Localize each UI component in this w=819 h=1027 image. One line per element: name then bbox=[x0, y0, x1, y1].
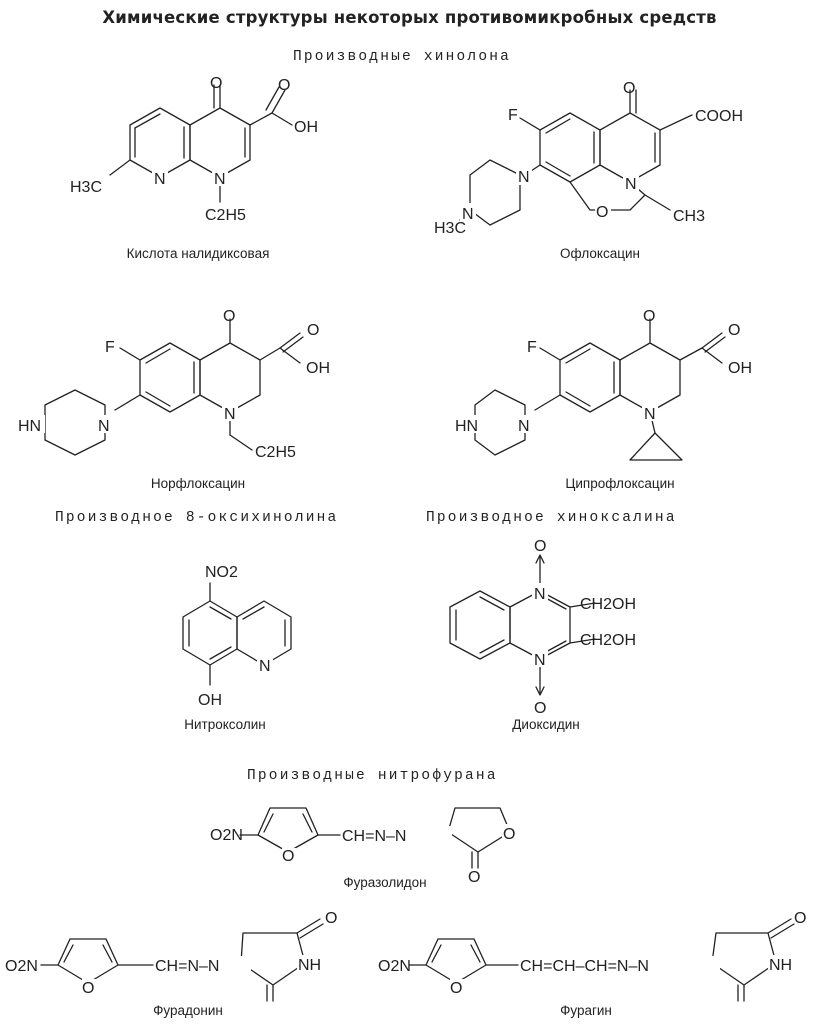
atom-nh: NH bbox=[769, 957, 792, 974]
atom-o: O bbox=[596, 204, 608, 221]
atom-h3c: H3C bbox=[434, 220, 466, 237]
atom-o: O bbox=[223, 308, 235, 325]
atom-o: O bbox=[468, 869, 480, 886]
atom-o: O bbox=[534, 538, 546, 555]
atom-n: N bbox=[259, 658, 271, 675]
atom-n: N bbox=[644, 406, 656, 423]
atom-o: O bbox=[82, 980, 94, 997]
compound-name-furagin: Фурагин bbox=[560, 1003, 612, 1018]
atom-o: O bbox=[534, 700, 546, 717]
compound-name-nalidixic: Кислота налидиксовая bbox=[126, 246, 270, 261]
furadonin-structure: O2N O CH=N–N NH O bbox=[5, 910, 337, 1002]
link-ch-n-n: CH=N–N bbox=[342, 828, 406, 845]
atom-n: N bbox=[534, 652, 546, 669]
atom-o: O bbox=[728, 322, 740, 339]
atom-o: O bbox=[450, 980, 462, 997]
atom-h3c: H3C bbox=[70, 179, 102, 196]
atom-ch2oh: CH2OH bbox=[580, 632, 636, 649]
atom-oh: OH bbox=[294, 119, 318, 136]
section-quinoxaline-header: Производное хиноксалина bbox=[426, 510, 677, 526]
compound-name-furazolidone: Фуразолидон bbox=[343, 875, 427, 890]
atom-n: N bbox=[154, 171, 166, 188]
compound-name-nitroxoline: Нитроксолин bbox=[184, 717, 266, 732]
atom-o: O bbox=[623, 80, 635, 97]
atom-n: N bbox=[98, 418, 110, 435]
atom-oh: OH bbox=[728, 360, 752, 377]
atom-n: N bbox=[214, 171, 226, 188]
atom-ch3: CH3 bbox=[673, 208, 705, 225]
atom-o: O bbox=[307, 322, 319, 339]
atom-o: O bbox=[282, 848, 294, 865]
atom-o2n: O2N bbox=[378, 958, 411, 975]
atom-o: O bbox=[503, 826, 515, 843]
atom-o2n: O2N bbox=[210, 827, 243, 844]
atom-n: N bbox=[625, 176, 637, 193]
atom-n: N bbox=[518, 418, 530, 435]
atom-c2h5: C2H5 bbox=[205, 207, 246, 224]
atom-ch2oh: CH2OH bbox=[580, 596, 636, 613]
atom-o: O bbox=[278, 77, 290, 94]
atom-o: O bbox=[643, 308, 655, 325]
atom-n: N bbox=[534, 586, 546, 603]
compound-name-dioxidine: Диоксидин bbox=[512, 717, 580, 732]
link-ch-n-n: CH=N–N bbox=[155, 958, 219, 975]
ofloxacin-structure: O COOH F N O N N H3C CH3 bbox=[434, 80, 743, 237]
atom-hn: HN bbox=[455, 418, 478, 435]
atom-c2h5: C2H5 bbox=[255, 444, 296, 461]
atom-n: N bbox=[462, 206, 474, 223]
atom-o: O bbox=[325, 910, 337, 927]
atom-n: N bbox=[518, 169, 530, 186]
furagin-structure: O2N O CH=CH–CH=N–N NH O bbox=[378, 910, 806, 1002]
compound-name-norfloxacin: Норфлоксацин bbox=[150, 476, 246, 491]
atom-f: F bbox=[527, 339, 537, 356]
atom-hn: HN bbox=[18, 418, 41, 435]
atom-o: O bbox=[210, 75, 222, 92]
atom-oh: OH bbox=[306, 360, 330, 377]
atom-f: F bbox=[508, 107, 518, 124]
atom-n: N bbox=[224, 406, 236, 423]
compound-name-furadonin: Фурадонин bbox=[153, 1003, 223, 1018]
norfloxacin-structure: O O OH F N N HN C2H5 bbox=[15, 308, 330, 461]
page-title: Химические структуры некоторых противоми… bbox=[102, 8, 717, 27]
atom-o: O bbox=[794, 910, 806, 927]
atom-no2: NO2 bbox=[205, 564, 238, 581]
atom-nh: NH bbox=[298, 957, 321, 974]
atom-f: F bbox=[105, 339, 115, 356]
link-ch-ch-ch-n-n: CH=CH–CH=N–N bbox=[520, 958, 649, 975]
ciprofloxacin-structure: O O OH F N N HN bbox=[452, 308, 752, 461]
nitroxoline-structure: NO2 OH N bbox=[182, 564, 292, 709]
section-quinolone-header: Производные хинолона bbox=[293, 49, 512, 65]
atom-oh: OH bbox=[198, 692, 222, 709]
nalidixic-acid-structure: N N O O OH H3C C2H5 bbox=[70, 75, 318, 224]
furazolidone-structure: O2N O CH=N–N O O bbox=[210, 807, 518, 886]
compound-name-ofloxacin: Офлоксацин bbox=[560, 246, 640, 261]
dioxidine-structure: N N O O CH2OH CH2OH bbox=[449, 538, 636, 717]
atom-o2n: O2N bbox=[5, 958, 38, 975]
compound-name-ciprofloxacin: Ципрофлоксацин bbox=[565, 476, 675, 491]
section-nitrofuran-header: Производные нитрофурана bbox=[247, 768, 498, 784]
atom-cooh: COOH bbox=[695, 108, 743, 125]
section-oxyquinoline-header: Производное 8-оксихинолина bbox=[55, 510, 339, 526]
